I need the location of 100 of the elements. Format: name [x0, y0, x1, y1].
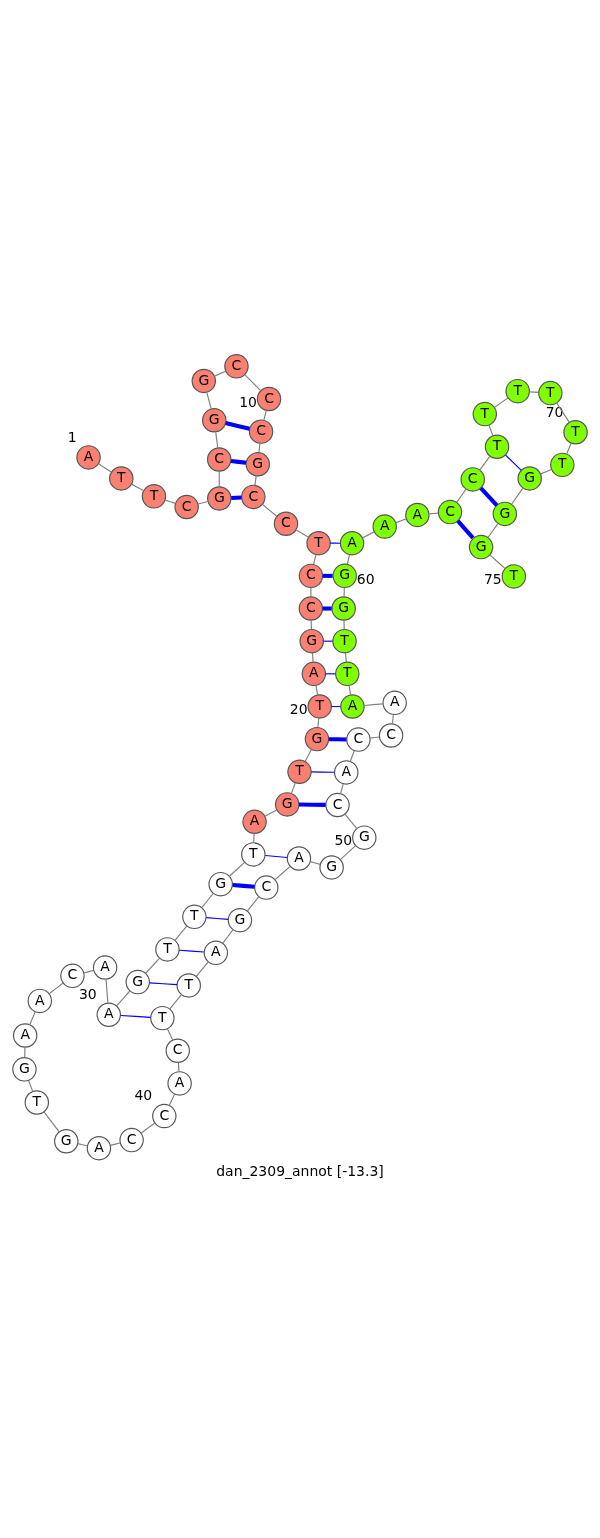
node-circle: C — [437, 499, 463, 524]
connector — [120, 1014, 152, 1018]
connector — [395, 517, 407, 523]
node-label: 30 — [78, 985, 97, 1002]
connector — [540, 468, 552, 474]
node-circle: C — [152, 1103, 177, 1128]
connector — [339, 844, 357, 860]
connector — [206, 391, 212, 409]
node-label: 50 — [334, 831, 353, 848]
connector — [215, 431, 219, 448]
connector — [310, 586, 312, 597]
connector — [479, 486, 499, 507]
node-circle: G — [492, 501, 518, 526]
connector — [253, 832, 255, 843]
connector — [174, 925, 188, 941]
connector — [304, 748, 313, 762]
connector — [428, 512, 439, 514]
node-circle: C — [119, 1127, 144, 1152]
node-circle: G — [54, 1128, 79, 1153]
node-circle: A — [12, 1022, 38, 1048]
connector — [97, 462, 112, 473]
node-circle: T — [155, 936, 180, 962]
connector — [344, 651, 347, 663]
node-circle: C — [241, 484, 266, 509]
node-circle: A — [286, 845, 312, 871]
connector — [77, 1142, 88, 1146]
node-circle: C — [224, 353, 249, 379]
connector — [295, 528, 310, 538]
connector — [201, 892, 214, 908]
connector — [225, 420, 250, 431]
connector — [232, 882, 255, 889]
connector — [346, 553, 350, 565]
connector — [169, 993, 182, 1009]
node-circle: A — [405, 502, 430, 527]
connector — [566, 442, 572, 454]
node-label: 40 — [134, 1086, 153, 1103]
node-circle: G — [245, 451, 270, 477]
connector — [488, 424, 494, 436]
connector — [479, 455, 491, 470]
connector — [340, 783, 344, 794]
node-circle: G — [202, 407, 227, 433]
connector — [456, 519, 475, 539]
connector — [315, 684, 319, 695]
node-circle: G — [208, 871, 233, 896]
connector — [322, 606, 332, 611]
connector — [274, 865, 291, 880]
connector — [349, 749, 355, 762]
node-circle: C — [460, 466, 485, 492]
node-circle: A — [167, 1070, 192, 1096]
connector — [116, 989, 131, 1006]
connector — [328, 736, 347, 741]
node-circle: A — [340, 693, 365, 719]
connector — [83, 969, 95, 973]
node-circle: C — [298, 563, 324, 588]
connector — [258, 442, 261, 453]
connector — [262, 503, 278, 517]
node-circle: T — [505, 378, 530, 403]
connector — [456, 488, 467, 503]
node-circle: A — [301, 661, 327, 686]
connector — [178, 949, 205, 953]
node-circle: A — [334, 759, 359, 785]
connector — [168, 1093, 176, 1106]
node-circle: T — [241, 841, 266, 867]
node-circle: G — [125, 969, 150, 994]
connector — [505, 454, 522, 471]
connector — [264, 854, 288, 858]
connector — [105, 978, 109, 1003]
connector — [489, 554, 506, 569]
node-circle: T — [538, 380, 563, 405]
node-label: 70 — [545, 403, 564, 420]
node-circle: T — [24, 1089, 50, 1115]
node-circle: A — [96, 1002, 121, 1027]
node-circle: C — [254, 874, 279, 900]
connector — [48, 981, 64, 994]
connector — [391, 713, 394, 724]
node-circle: A — [86, 1135, 112, 1160]
node-circle: A — [27, 988, 53, 1013]
node-circle: G — [468, 534, 494, 559]
connector — [28, 1079, 34, 1092]
connector — [145, 957, 160, 974]
connector — [246, 895, 260, 911]
connector — [363, 702, 384, 706]
node-circle: T — [335, 661, 360, 686]
node-circle: C — [346, 726, 371, 752]
node-circle: A — [242, 809, 267, 834]
node-circle: G — [191, 368, 217, 393]
connector — [528, 390, 540, 393]
connector — [263, 409, 267, 421]
connector — [109, 1141, 121, 1146]
connector — [344, 813, 358, 829]
connector — [131, 483, 144, 491]
node-circle: G — [331, 595, 356, 621]
node-circle: T — [182, 904, 207, 929]
node-circle: C — [256, 386, 282, 411]
connector — [290, 781, 296, 794]
node-circle: A — [203, 940, 229, 965]
connector — [231, 494, 242, 500]
node-label: 60 — [356, 570, 375, 587]
connector — [369, 735, 380, 739]
node-circle: C — [248, 418, 274, 444]
